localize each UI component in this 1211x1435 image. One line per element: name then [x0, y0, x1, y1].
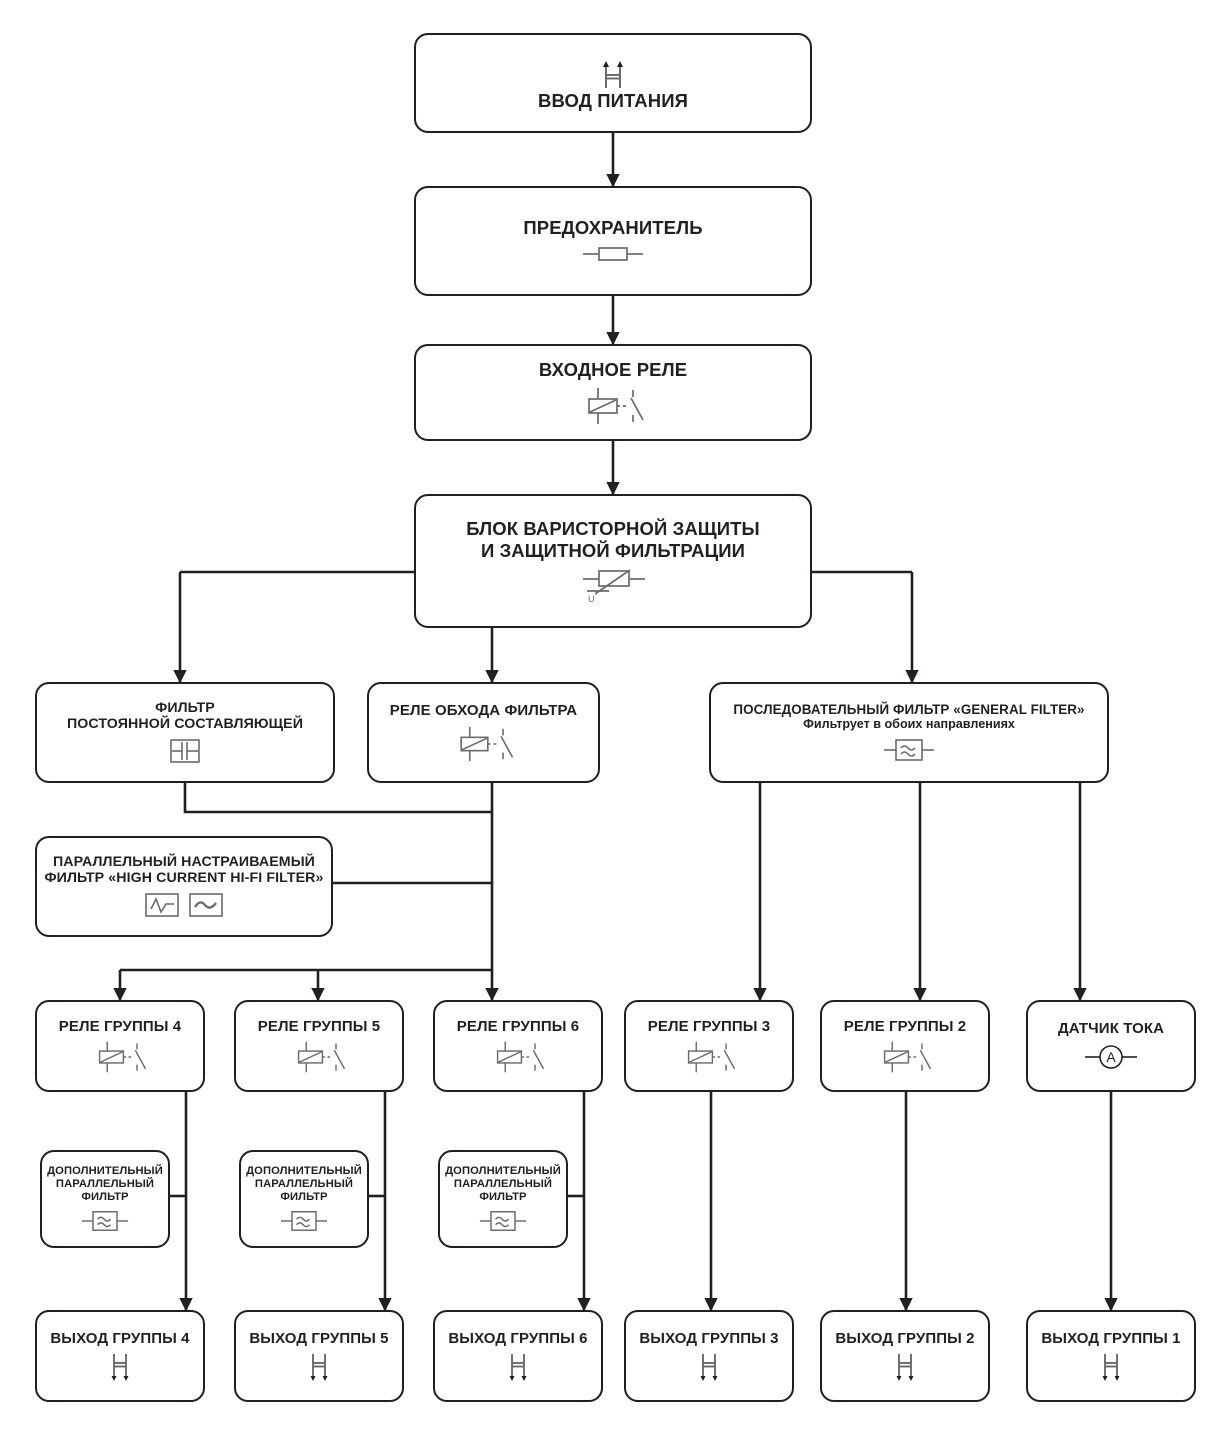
outlet-icon: [302, 1352, 336, 1382]
node-label: РЕЛЕ ГРУППЫ 2: [843, 1017, 967, 1035]
node-label: ДАТЧИК ТОКА: [1057, 1019, 1165, 1037]
hifi-symbol-group: [143, 891, 225, 919]
node-fuse[interactable]: ПРЕДОХРАНИТЕЛЬ: [414, 186, 812, 296]
node-sublabel: Фильтрует в обоих направлениях: [803, 717, 1015, 732]
node-label: РЕЛЕ ГРУППЫ 6: [456, 1017, 580, 1035]
node-power-input[interactable]: ВВОД ПИТАНИЯ: [414, 33, 812, 133]
node-extra-filter-5[interactable]: ДОПОЛНИТЕЛЬНЫЙ ПАРАЛЛЕЛЬНЫЙ ФИЛЬТР: [239, 1150, 369, 1248]
relay-icon: [87, 1040, 153, 1074]
node-label: ВЫХОД ГРУППЫ 6: [448, 1329, 588, 1347]
node-label: ДОПОЛНИТЕЛЬНЫЙ ПАРАЛЛЕЛЬНЫЙ ФИЛЬТР: [445, 1165, 561, 1203]
node-dc-filter[interactable]: ФИЛЬТР ПОСТОЯННОЙ СОСТАВЛЯЮЩЕЙ: [35, 682, 335, 783]
relay-icon: [448, 725, 520, 763]
outlet-icon: [501, 1352, 535, 1382]
filter-icon: [279, 1209, 329, 1233]
node-output-group-4[interactable]: ВЫХОД ГРУППЫ 4: [35, 1310, 205, 1402]
node-label: ВЫХОД ГРУППЫ 4: [50, 1329, 190, 1347]
outlet-icon: [103, 1352, 137, 1382]
node-label: ПАРАЛЛЕЛЬНЫЙ НАСТРАИВАЕМЫЙ ФИЛЬТР «HIGH …: [44, 853, 324, 886]
node-relay-group-3[interactable]: РЕЛЕ ГРУППЫ 3: [624, 1000, 794, 1092]
node-relay-group-4[interactable]: РЕЛЕ ГРУППЫ 4: [35, 1000, 205, 1092]
relay-icon: [872, 1040, 938, 1074]
power-inlet-icon: [594, 60, 632, 90]
node-hifi-filter[interactable]: ПАРАЛЛЕЛЬНЫЙ НАСТРАИВАЕМЫЙ ФИЛЬТР «HIGH …: [35, 836, 333, 937]
outlet-icon: [888, 1352, 922, 1382]
sine-icon: [189, 893, 223, 918]
node-varistor-block[interactable]: БЛОК ВАРИСТОРНОЙ ЗАЩИТЫ И ЗАЩИТНОЙ ФИЛЬТ…: [414, 494, 812, 628]
relay-icon: [485, 1040, 551, 1074]
wire-dc-filter-to-trunk: [183, 783, 492, 814]
node-input-relay[interactable]: ВХОДНОЕ РЕЛЕ: [414, 344, 812, 441]
node-output-group-1[interactable]: ВЫХОД ГРУППЫ 1: [1026, 1310, 1196, 1402]
node-general-filter[interactable]: ПОСЛЕДОВАТЕЛЬНЫЙ ФИЛЬТР «GENERAL FILTER»…: [709, 682, 1109, 783]
node-label: ФИЛЬТР ПОСТОЯННОЙ СОСТАВЛЯЮЩЕЙ: [66, 699, 304, 732]
filter-icon: [80, 1209, 130, 1233]
varistor-icon: U: [575, 566, 651, 604]
node-output-group-2[interactable]: ВЫХОД ГРУППЫ 2: [820, 1310, 990, 1402]
node-label: ВЫХОД ГРУППЫ 5: [249, 1329, 389, 1347]
node-output-group-6[interactable]: ВЫХОД ГРУППЫ 6: [433, 1310, 603, 1402]
node-label: ДОПОЛНИТЕЛЬНЫЙ ПАРАЛЛЕЛЬНЫЙ ФИЛЬТР: [47, 1165, 163, 1203]
ammeter-icon: A: [1081, 1042, 1141, 1072]
outlet-icon: [692, 1352, 726, 1382]
node-relay-group-5[interactable]: РЕЛЕ ГРУППЫ 5: [234, 1000, 404, 1092]
node-label: ВВОД ПИТАНИЯ: [538, 89, 688, 111]
node-relay-group-6[interactable]: РЕЛЕ ГРУППЫ 6: [433, 1000, 603, 1092]
node-label: ВЫХОД ГРУППЫ 2: [835, 1329, 975, 1347]
relay-icon: [286, 1040, 352, 1074]
node-extra-filter-6[interactable]: ДОПОЛНИТЕЛЬНЫЙ ПАРАЛЛЕЛЬНЫЙ ФИЛЬТР: [438, 1150, 568, 1248]
outlet-icon: [1094, 1352, 1128, 1382]
node-relay-group-2[interactable]: РЕЛЕ ГРУППЫ 2: [820, 1000, 990, 1092]
node-label: ПОСЛЕДОВАТЕЛЬНЫЙ ФИЛЬТР «GENERAL FILTER»: [733, 702, 1085, 718]
node-label: ПРЕДОХРАНИТЕЛЬ: [523, 216, 703, 238]
node-output-group-5[interactable]: ВЫХОД ГРУППЫ 5: [234, 1310, 404, 1402]
node-extra-filter-4[interactable]: ДОПОЛНИТЕЛЬНЫЙ ПАРАЛЛЕЛЬНЫЙ ФИЛЬТР: [40, 1150, 170, 1248]
node-current-sensor[interactable]: ДАТЧИК ТОКА A: [1026, 1000, 1196, 1092]
node-label: РЕЛЕ ГРУППЫ 3: [647, 1017, 771, 1035]
node-output-group-3[interactable]: ВЫХОД ГРУППЫ 3: [624, 1310, 794, 1402]
node-label: РЕЛЕ ГРУППЫ 5: [257, 1017, 381, 1035]
node-label: БЛОК ВАРИСТОРНОЙ ЗАЩИТЫ И ЗАЩИТНОЙ ФИЛЬТ…: [466, 518, 760, 561]
node-label: ВХОДНОЕ РЕЛЕ: [538, 359, 688, 381]
fuse-icon: [581, 243, 645, 265]
capacitor-icon: [167, 737, 203, 765]
ammeter-symbol-label: A: [1106, 1049, 1116, 1065]
filter-icon: [478, 1209, 528, 1233]
node-label: ДОПОЛНИТЕЛЬНЫЙ ПАРАЛЛЕЛЬНЫЙ ФИЛЬТР: [246, 1165, 362, 1203]
node-label: ВЫХОД ГРУППЫ 3: [639, 1329, 779, 1347]
varistor-symbol-label: U: [588, 594, 595, 604]
waveform-icon: [145, 893, 179, 918]
node-label: РЕЛЕ ОБХОДА ФИЛЬТРА: [389, 702, 578, 720]
relay-icon: [676, 1040, 742, 1074]
relay-icon: [577, 386, 649, 426]
node-label: РЕЛЕ ГРУППЫ 4: [58, 1017, 182, 1035]
node-label: ВЫХОД ГРУППЫ 1: [1041, 1329, 1181, 1347]
node-bypass-relay[interactable]: РЕЛЕ ОБХОДА ФИЛЬТРА: [367, 682, 600, 783]
filter-icon: [882, 737, 936, 763]
